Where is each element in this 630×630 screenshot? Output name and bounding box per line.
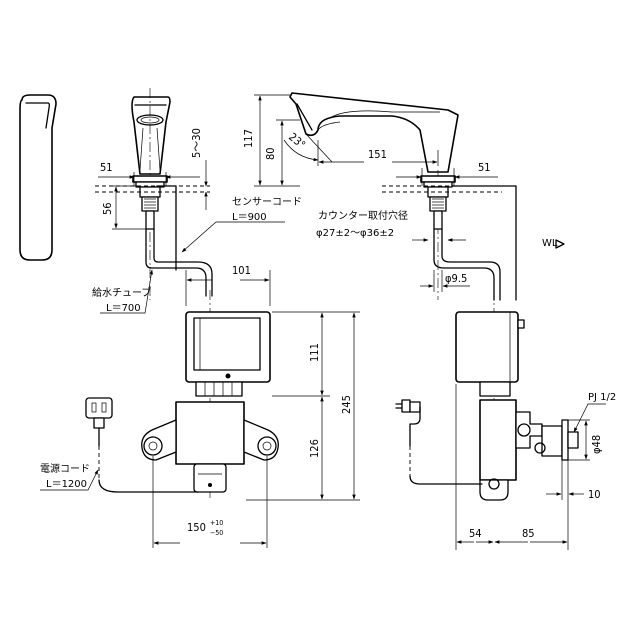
side-faucet-body [289, 92, 517, 301]
dim-54-85: 54 85 [455, 384, 569, 550]
dim-text-9-5: φ9.5 [445, 272, 467, 285]
dim-text-245: 245 [340, 395, 353, 414]
dim-text-48: φ48 [590, 435, 603, 454]
dim-text-111: 111 [308, 343, 321, 362]
dim-text-151: 151 [368, 148, 387, 161]
dim-10: 10 [546, 460, 601, 501]
dim-text-51-right: 51 [478, 161, 491, 174]
wl-marker: WL [542, 238, 565, 249]
counter-hole-text: カウンター取付穴径 [318, 209, 408, 222]
supply-tube-length: L＝700 [106, 303, 141, 314]
dim-48: φ48 [568, 419, 603, 461]
label-counter-hole: カウンター取付穴径 φ27±2～φ36±2 [316, 209, 466, 242]
dim-text-10: 10 [588, 488, 601, 501]
dim-51-right: 51 [396, 161, 498, 186]
dim-101: 101 [185, 264, 271, 306]
dim-text-117: 117 [242, 129, 255, 148]
dim-9-5: φ9.5 [420, 270, 470, 292]
dim-51-left: 51 [98, 161, 200, 186]
front-faucet-body [131, 88, 213, 300]
label-pj: PJ 1/2 [573, 392, 616, 433]
dim-text-5-30: 5～30 [190, 128, 203, 158]
pj-text: PJ 1/2 [588, 392, 616, 403]
dim-text-101: 101 [232, 264, 251, 277]
spout-side-outline [19, 94, 57, 261]
power-cord-length: L＝1200 [46, 479, 87, 490]
side-counter-line [382, 185, 502, 193]
label-supply-tube: 給水チューブ L＝700 [92, 269, 153, 314]
front-power-cord [85, 397, 199, 493]
dim-117-80: 117 80 [242, 94, 300, 187]
counter-hole-diameter: φ27±2～φ36±2 [316, 228, 394, 239]
dim-text-23: 23° [286, 130, 308, 151]
sensor-cord-length: L＝900 [232, 212, 267, 223]
dim-text-150-tol-minus: −50 [210, 529, 223, 537]
dim-111-126-245: 111 126 245 [246, 311, 360, 501]
dim-text-56: 56 [101, 202, 114, 215]
dim-text-85: 85 [522, 527, 535, 540]
label-power-cord: 電源コード L＝1200 [40, 462, 99, 491]
power-cord-text: 電源コード [40, 462, 90, 475]
dim-text-150-tol-plus: +10 [210, 519, 223, 527]
label-sensor-cord: センサーコード L＝900 [181, 196, 302, 253]
side-control-unit [455, 290, 579, 501]
dim-5-30: 5～30 [190, 128, 208, 210]
dim-text-126: 126 [308, 439, 321, 458]
dim-56: 56 [101, 185, 146, 230]
front-control-unit [141, 290, 279, 500]
dim-text-80: 80 [264, 147, 277, 160]
dim-text-150: 150 [187, 521, 206, 534]
supply-tube-text: 給水チューブ [92, 286, 151, 299]
wl-text: WL [542, 238, 558, 249]
dim-text-51-left: 51 [100, 161, 113, 174]
dim-text-54: 54 [469, 527, 482, 540]
side-power-plug [395, 399, 483, 485]
sensor-cord-text: センサーコード [232, 196, 302, 208]
dim-151: 151 [317, 140, 439, 166]
dim-150: 150 +10 −50 [152, 456, 268, 548]
front-counter-line [95, 185, 210, 193]
